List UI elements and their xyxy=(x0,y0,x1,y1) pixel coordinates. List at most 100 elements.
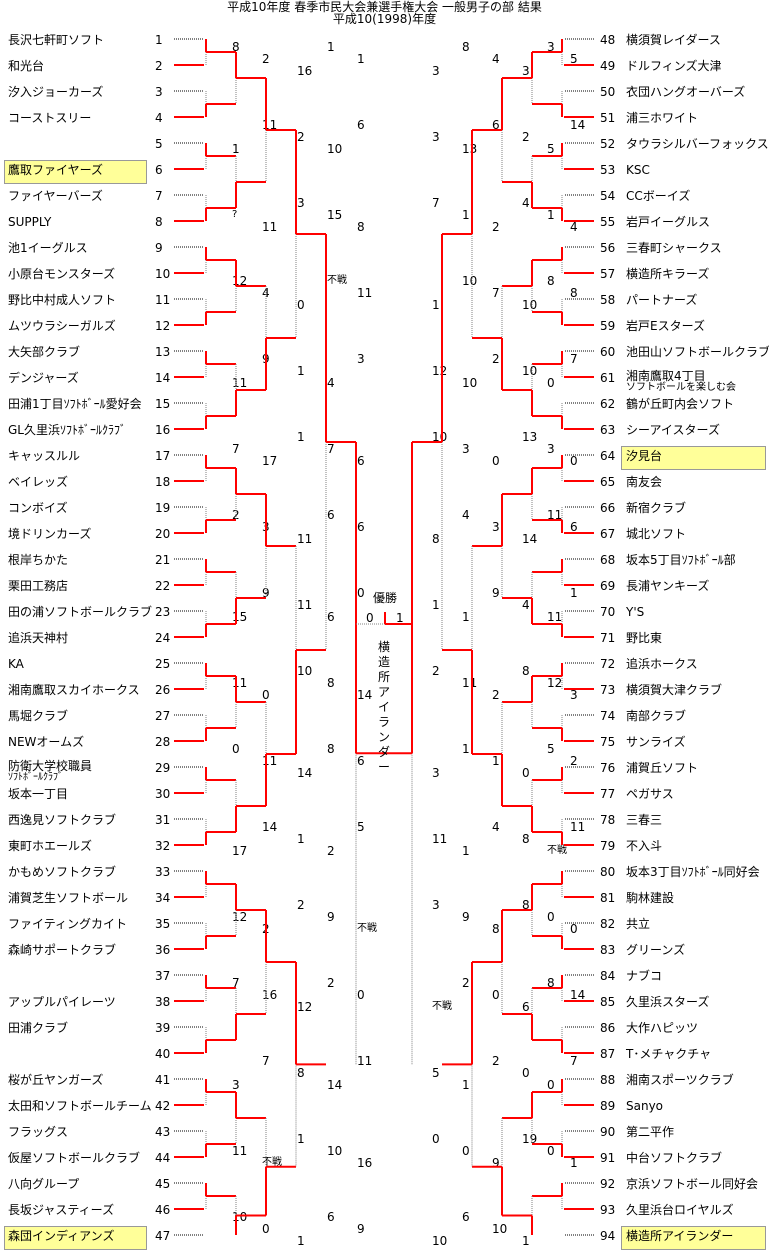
score: 19 xyxy=(522,1132,538,1146)
score: 8 xyxy=(232,40,240,54)
team-name: 仮屋ソフトボールクラブ xyxy=(8,1151,141,1165)
score: 8 xyxy=(492,922,500,936)
score: 不戦 xyxy=(432,1001,452,1012)
score: 14 xyxy=(357,688,373,702)
team-number: 85 xyxy=(600,995,616,1009)
team-number: 11 xyxy=(155,293,171,307)
score: 4 xyxy=(570,220,578,234)
team-name: 京浜ソフトボール同好会 xyxy=(626,1177,759,1191)
team-name: 和光台 xyxy=(8,59,45,73)
score: 2 xyxy=(327,976,335,990)
score: 7 xyxy=(327,442,335,456)
score: 8 xyxy=(570,286,578,300)
team-name: KA xyxy=(8,657,24,671)
score: 8 xyxy=(462,40,470,54)
team-number: 43 xyxy=(155,1125,171,1139)
score: 2 xyxy=(432,664,440,678)
team-name: 共立 xyxy=(626,917,651,931)
team-name: ナブコ xyxy=(626,969,663,983)
score: 6 xyxy=(327,508,335,522)
score: 8 xyxy=(547,274,555,288)
team-number: 80 xyxy=(600,865,616,879)
team-name: 栗田工務店 xyxy=(8,579,69,593)
team-name: 坂本一丁目 xyxy=(8,787,69,801)
score: 0 xyxy=(462,1144,470,1158)
team-name: 田浦クラブ xyxy=(8,1021,69,1035)
team-name: 浦賀芝生ソフトボール xyxy=(8,891,129,905)
score: 3 xyxy=(462,442,470,456)
team-number: 77 xyxy=(600,787,616,801)
team-number: 10 xyxy=(155,267,171,281)
team-number: 24 xyxy=(155,631,171,645)
team-number: 18 xyxy=(155,475,171,489)
team-number: 78 xyxy=(600,813,616,827)
team-number: 92 xyxy=(600,1177,616,1191)
score: 0 xyxy=(522,1066,530,1080)
team-number: 34 xyxy=(155,891,171,905)
score: 3 xyxy=(357,352,365,366)
score: 1 xyxy=(570,1156,578,1170)
score: 10 xyxy=(492,1222,508,1236)
team-name: グリーンズ xyxy=(626,943,686,957)
score: 14 xyxy=(297,766,313,780)
score: 11 xyxy=(262,220,278,234)
team-number: 39 xyxy=(155,1021,171,1035)
team-number: 38 xyxy=(155,995,171,1009)
page-title: 平成10年度 春季市民大会兼選手権大会 一般男子の部 結果 xyxy=(227,0,542,14)
team-name: T･メチャクチャ xyxy=(626,1047,712,1061)
team-name: GL久里浜ｿﾌﾄﾎﾞｰﾙｸﾗﾌﾞ xyxy=(8,423,126,437)
team-number: 14 xyxy=(155,371,171,385)
score: 0 xyxy=(547,376,555,390)
team-number: 57 xyxy=(600,267,616,281)
team-number: 71 xyxy=(600,631,616,645)
score: 1 xyxy=(492,754,500,768)
score: 3 xyxy=(432,130,440,144)
score: 8 xyxy=(547,976,555,990)
team-number: 17 xyxy=(155,449,171,463)
team-number: 74 xyxy=(600,709,616,723)
team-name: 太田和ソフトボールチーム xyxy=(8,1099,152,1113)
score: ? xyxy=(232,209,238,220)
team-name: ペガサス xyxy=(626,787,674,801)
score: 16 xyxy=(297,64,313,78)
score: 1 xyxy=(462,844,470,858)
team-name: 久里浜台ロイヤルズ xyxy=(626,1203,734,1217)
score: 6 xyxy=(357,754,365,768)
score: 4 xyxy=(522,598,530,612)
team-number: 56 xyxy=(600,241,616,255)
team-number: 45 xyxy=(155,1177,171,1191)
score: 2 xyxy=(522,130,530,144)
team-name: 新宿クラブ xyxy=(626,501,687,515)
score: 1 xyxy=(232,142,240,156)
score: 6 xyxy=(357,454,365,468)
team-number: 3 xyxy=(155,85,163,99)
team-name: 横造所キラーズ xyxy=(626,267,710,281)
score: 2 xyxy=(492,688,500,702)
team-name: 湘南鷹取4丁目 xyxy=(626,369,706,383)
team-name: 根岸ちかた xyxy=(8,553,69,567)
score: 3 xyxy=(492,520,500,534)
score: 7 xyxy=(492,286,500,300)
team-name: 東町ホエールズ xyxy=(8,839,93,853)
team-number: 4 xyxy=(155,111,163,125)
team-name: ムツウラシーガルズ xyxy=(8,319,116,333)
team-name: コーストスリー xyxy=(8,111,92,125)
score: 8 xyxy=(327,676,335,690)
team-name: ファイヤーバーズ xyxy=(8,189,103,203)
team-number: 51 xyxy=(600,111,616,125)
team-name: コンボイズ xyxy=(8,501,68,515)
team-number: 89 xyxy=(600,1099,616,1113)
score: 0 xyxy=(297,298,305,312)
team-name: 防衛大学校職員 xyxy=(8,759,93,773)
score: 1 xyxy=(462,610,470,624)
team-name: 不入斗 xyxy=(626,839,663,853)
team-number: 82 xyxy=(600,917,616,931)
team-number: 16 xyxy=(155,423,171,437)
score: 11 xyxy=(570,820,586,834)
team-number: 49 xyxy=(600,59,616,73)
score: 0 xyxy=(357,586,365,600)
team-number: 20 xyxy=(155,527,171,541)
team-name: 田の浦ソフトボールクラブ xyxy=(8,605,153,619)
team-name-sub: ｿﾌﾄﾎﾞｰﾙｸﾗﾌﾞ xyxy=(8,772,63,783)
